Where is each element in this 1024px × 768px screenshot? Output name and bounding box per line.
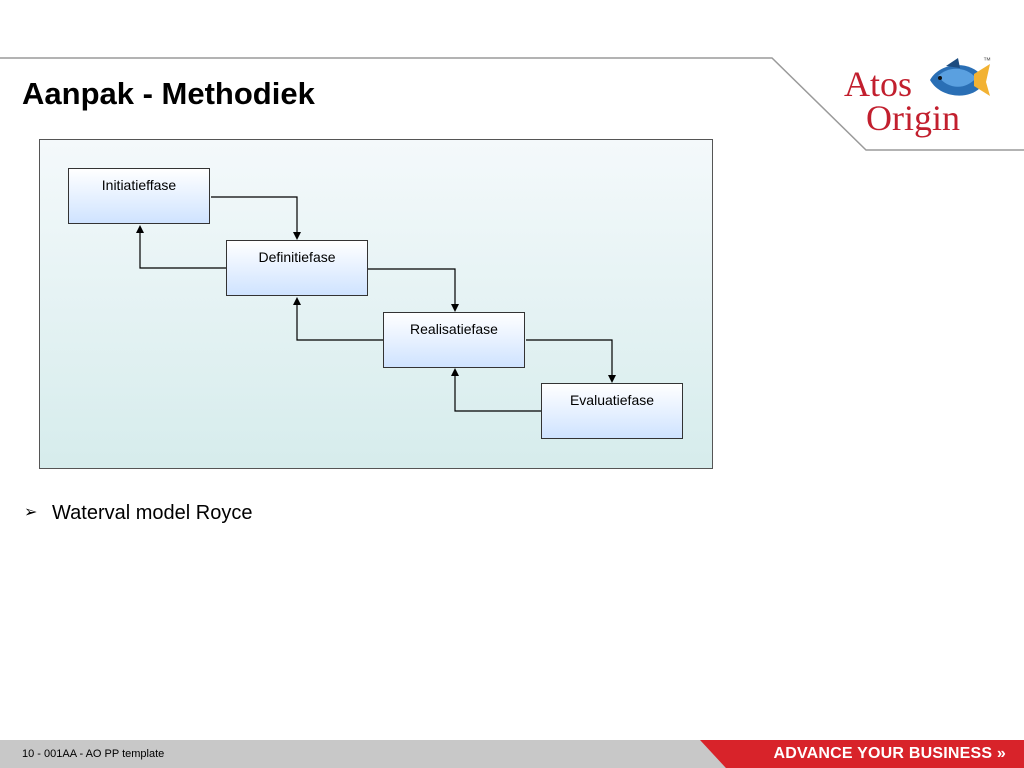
bullet-arrow-icon: ➢: [24, 504, 38, 521]
slide-title: Aanpak - Methodiek: [22, 76, 315, 111]
logo-trademark: ™: [983, 56, 991, 65]
bullet-item: ➢ Waterval model Royce: [24, 502, 252, 525]
bullet-text: Waterval model Royce: [52, 502, 253, 524]
footer-template-label: 10 - 001AA - AO PP template: [22, 748, 165, 760]
fish-icon: [930, 58, 990, 96]
footer-bar: 10 - 001AA - AO PP template ADVANCE YOUR…: [0, 740, 1024, 768]
phase-box-evaluatie: Evaluatiefase: [541, 383, 683, 439]
phase-box-initiatie: Initiatieffase: [68, 168, 210, 224]
logo-line1: Atos: [844, 64, 913, 104]
footer-slogan-banner: ADVANCE YOUR BUSINESS »: [700, 740, 1024, 768]
logo-line2: Origin: [866, 98, 960, 138]
header-rule: [0, 57, 1024, 151]
phase-box-definitie: Definitiefase: [226, 240, 368, 296]
phase-box-realisatie: Realisatiefase: [383, 312, 525, 368]
double-chevron-icon: »: [996, 745, 1006, 762]
footer-slogan: ADVANCE YOUR BUSINESS »: [773, 745, 1006, 763]
atos-origin-logo: Atos Origin ™: [838, 52, 998, 142]
footer-slogan-text: ADVANCE YOUR BUSINESS: [773, 745, 993, 762]
